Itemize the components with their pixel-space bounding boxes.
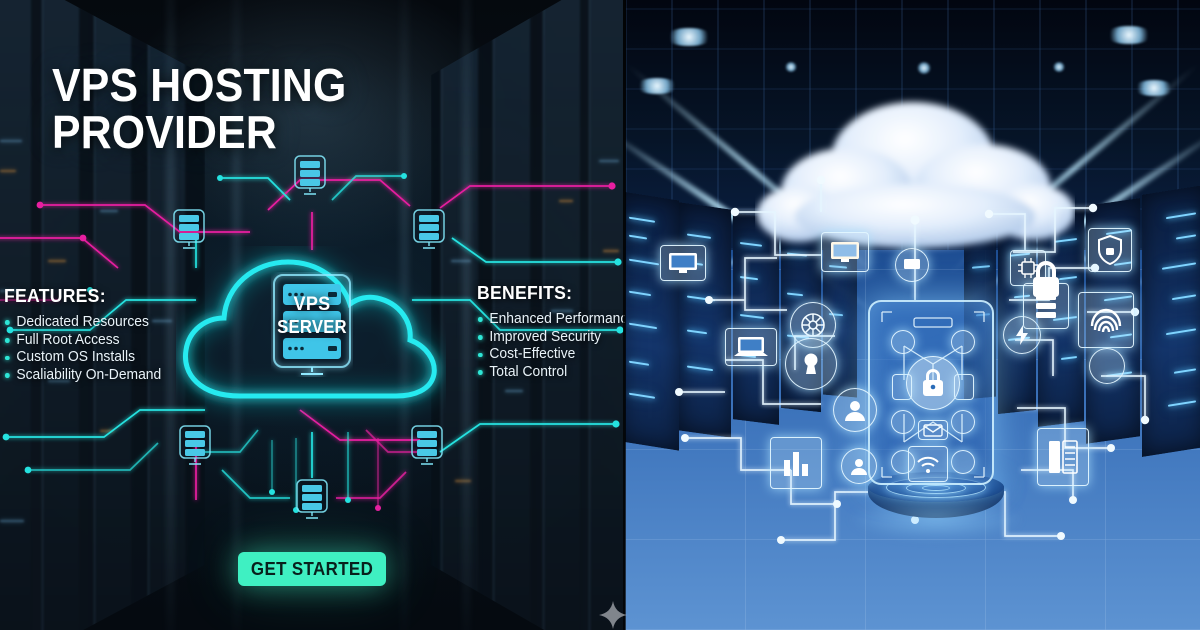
server-node-icon-left-lower[interactable] — [178, 424, 212, 466]
keyhole-icon[interactable] — [785, 338, 837, 390]
padlock-large-icon[interactable] — [1022, 255, 1070, 303]
cloud-small-icon[interactable] — [951, 330, 975, 354]
list-item: Cost-Effective — [477, 346, 625, 364]
get-started-button[interactable]: GET STARTED — [238, 552, 386, 586]
monitor-icon[interactable] — [660, 245, 706, 281]
left-panel: VPS SERVER — [0, 0, 625, 630]
ship-wheel-icon[interactable] — [790, 302, 836, 348]
page-title: VPS HOSTING PROVIDER — [52, 59, 347, 158]
envelope-icon[interactable] — [918, 420, 948, 440]
gear-icon[interactable] — [891, 330, 915, 354]
list-item: Custom OS Installs — [4, 349, 161, 367]
get-started-label: GET STARTED — [250, 558, 374, 579]
server-node-icon-top[interactable] — [293, 154, 327, 196]
list-item: Total Control — [477, 364, 625, 382]
lightning-icon[interactable] — [1003, 316, 1041, 354]
computer-icon[interactable] — [821, 232, 869, 272]
user-profile-icon[interactable] — [833, 388, 877, 432]
laptop-icon[interactable] — [725, 328, 777, 366]
list-item: Improved Security — [477, 329, 625, 347]
vps-server-rack[interactable]: VPS SERVER — [271, 272, 353, 377]
benefits-title: BENEFITS: — [477, 282, 573, 303]
shield-lock-icon[interactable] — [1088, 228, 1132, 272]
database-icon[interactable] — [891, 450, 915, 474]
features-title: FEATURES: — [4, 285, 106, 306]
benefits-list: Enhanced Performance Improved Security C… — [477, 311, 625, 381]
wifi-icon[interactable] — [908, 446, 948, 482]
list-item: Scaliability On-Demand — [4, 367, 161, 385]
right-rack-wall — [431, 0, 625, 630]
features-list: Dedicated Resources Full Root Access Cus… — [4, 314, 170, 384]
node-dot-icon[interactable] — [1089, 348, 1125, 384]
fingerprint-icon[interactable] — [1078, 292, 1134, 348]
list-item: Full Root Access — [4, 332, 161, 350]
list-item: Enhanced Performance — [477, 311, 625, 329]
padlock-icon[interactable] — [906, 356, 960, 410]
hologram-tablet[interactable] — [868, 300, 994, 485]
server-node-icon-right-lower[interactable] — [410, 424, 444, 466]
user-icon[interactable] — [891, 410, 915, 434]
network-icon[interactable] — [951, 450, 975, 474]
panel-divider — [623, 0, 626, 630]
server-node-icon-right-upper[interactable] — [412, 208, 446, 250]
vps-badge-line2: SERVER — [277, 317, 347, 337]
cloud-outline-icon — [182, 259, 437, 399]
left-rack-wall — [0, 0, 205, 630]
benefits-block: BENEFITS: Enhanced Performance Improved … — [477, 282, 625, 381]
shield-icon[interactable] — [951, 410, 975, 434]
sparkle-icon — [599, 601, 627, 629]
vps-badge-line1: VPS — [293, 294, 331, 315]
list-item: Dedicated Resources — [4, 314, 161, 332]
server-node-icon-left-upper[interactable] — [172, 208, 206, 250]
user-group-icon[interactable] — [841, 448, 877, 484]
pedestal-glow — [848, 498, 1024, 540]
bar-chart-icon[interactable] — [770, 437, 822, 489]
features-block: FEATURES: Dedicated Resources Full Root … — [4, 285, 170, 384]
server-node-icon-bottom[interactable] — [295, 478, 329, 520]
circuit-traces — [0, 173, 624, 513]
right-panel — [625, 0, 1200, 630]
screen-node-icon[interactable] — [895, 248, 929, 282]
database-rack-icon[interactable] — [1037, 428, 1089, 486]
